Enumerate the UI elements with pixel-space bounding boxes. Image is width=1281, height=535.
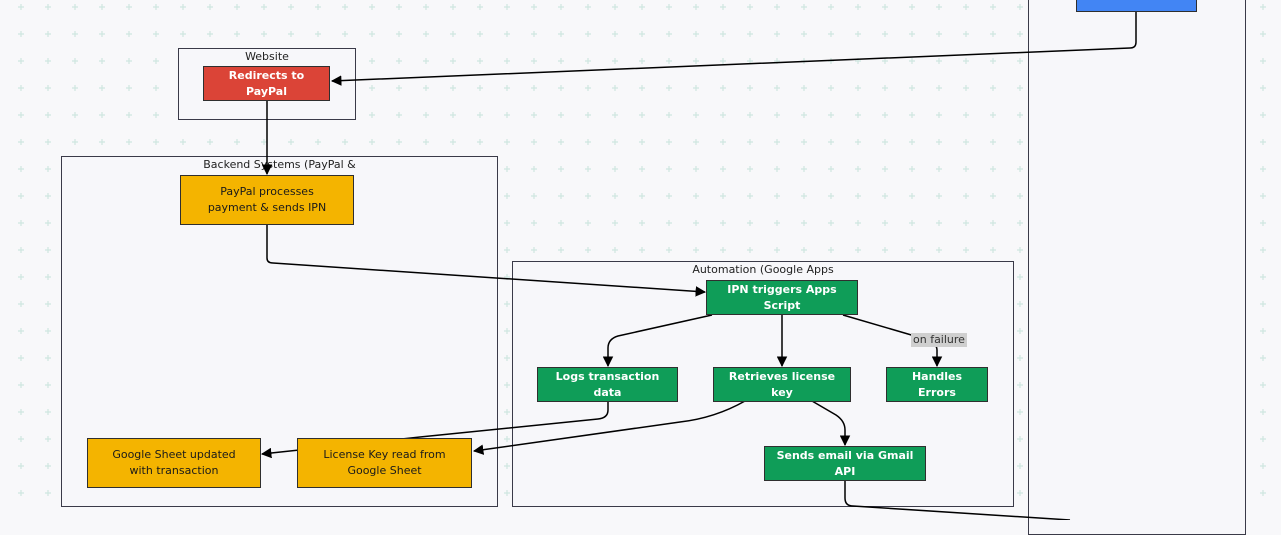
node-partial-blue (1076, 0, 1197, 12)
node-sends-email-gmail[interactable]: Sends email via Gmail API (764, 446, 926, 481)
cluster-automation-label: Automation (Google Apps (692, 263, 834, 276)
cluster-partial-right (1028, 0, 1246, 535)
edge-paypal-to-ipn (266, 225, 707, 297)
cluster-backend-label: Backend Systems (PayPal & (203, 158, 356, 171)
node-ipn-triggers-apps-script[interactable]: IPN triggers Apps Script (706, 280, 858, 315)
node-paypal-processes-payment[interactable]: PayPal processes payment & sends IPN (180, 175, 354, 225)
edge-blue-to-redirect (330, 12, 1137, 86)
node-license-key-read[interactable]: License Key read from Google Sheet (297, 438, 472, 488)
edge-label-on-failure: on failure (911, 333, 967, 347)
node-redirects-to-paypal[interactable]: Redirects to PayPal (203, 66, 330, 101)
edge-ipn-to-logs (602, 314, 713, 368)
node-logs-transaction-data[interactable]: Logs transaction data (537, 367, 678, 402)
edge-email-to-right (844, 480, 1071, 520)
node-handles-errors[interactable]: Handles Errors (886, 367, 988, 402)
node-retrieves-license-key[interactable]: Retrieves license key (713, 367, 851, 402)
cluster-website-label: Website (245, 50, 289, 63)
edge-logs-to-sheet (260, 401, 609, 459)
edge-retrieve-to-email (811, 400, 851, 447)
edge-retrieve-to-license (472, 400, 746, 455)
edges-layer (260, 12, 1137, 520)
node-google-sheet-updated[interactable]: Google Sheet updated with transaction (87, 438, 261, 488)
